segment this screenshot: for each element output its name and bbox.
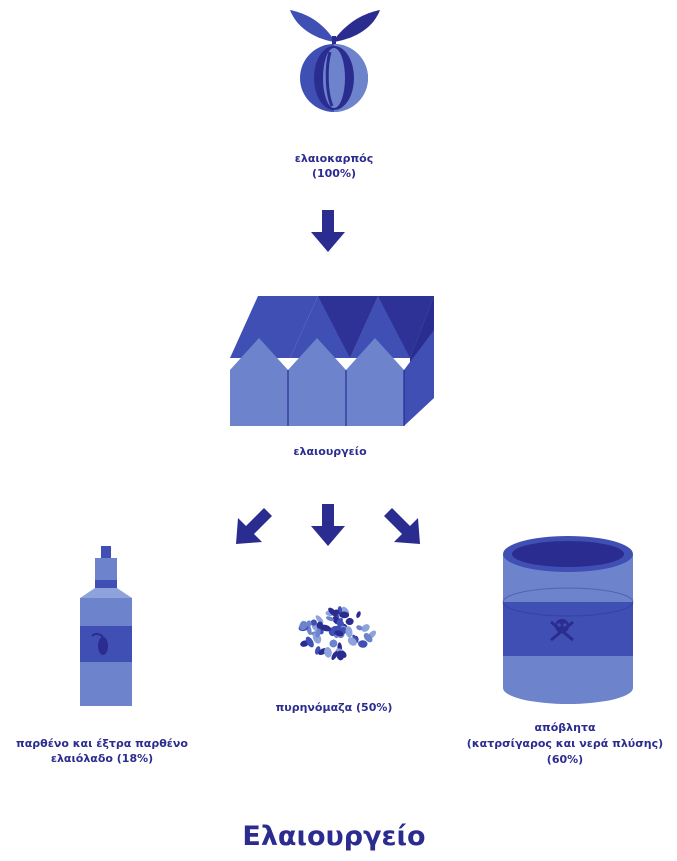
olive-mill-factory-icon bbox=[230, 296, 434, 426]
arrow-down-icon bbox=[311, 504, 345, 546]
mill-label: ελαιουργείο bbox=[293, 445, 367, 458]
olive-oil-bottle-icon bbox=[80, 546, 132, 706]
olive-fruit-icon bbox=[290, 10, 380, 112]
arrow-down-right-icon bbox=[384, 508, 420, 544]
arrow-down-left-icon bbox=[236, 508, 272, 544]
pomace-label: πυρηνόμαζα (50%) bbox=[276, 701, 393, 714]
fruit-percentage: (100%) bbox=[312, 167, 356, 180]
waste-label-line2: (κατρσίγαρος και νερά πλύσης) bbox=[467, 737, 663, 750]
olive-pomace-pile-icon bbox=[298, 606, 377, 661]
waste-label-line3: (60%) bbox=[547, 753, 583, 766]
fruit-label: ελαιοκαρπός bbox=[295, 152, 374, 165]
waste-barrel-icon bbox=[502, 536, 634, 704]
oil-label-line2: ελαιόλαδο (18%) bbox=[51, 752, 153, 765]
arrow-down-icon bbox=[311, 210, 345, 252]
oil-label-line1: παρθένο και έξτρα παρθένο bbox=[16, 737, 188, 750]
waste-label-line1: απόβλητα bbox=[534, 721, 596, 734]
page-title: Ελαιουργείο bbox=[242, 821, 425, 852]
